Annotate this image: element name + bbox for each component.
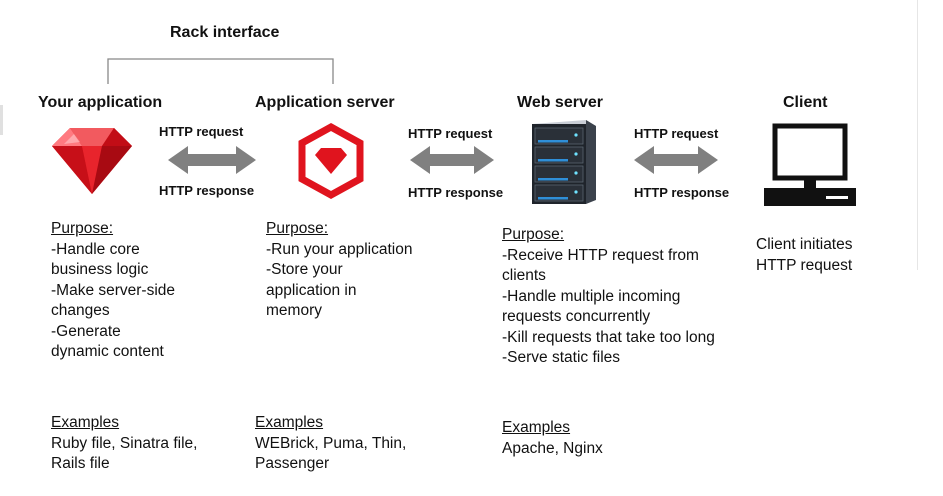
double-arrow-icon bbox=[634, 146, 718, 174]
your-application-title: Your application bbox=[38, 94, 163, 111]
examples-heading: Examples bbox=[502, 419, 571, 436]
purpose-line: -Generate bbox=[51, 322, 121, 340]
your-application-examples: Examples Ruby file, Sinatra file, Rails … bbox=[51, 413, 197, 475]
double-arrow-icon bbox=[410, 146, 494, 174]
purpose-line: -Handle multiple incoming bbox=[502, 287, 681, 305]
double-arrow-icon bbox=[168, 146, 256, 174]
computer-monitor-icon bbox=[764, 123, 856, 206]
client-title: Client bbox=[783, 94, 828, 111]
purpose-line: business logic bbox=[51, 261, 149, 278]
web-server-title: Web server bbox=[517, 94, 603, 111]
server-rack-icon bbox=[532, 120, 596, 204]
web-server-examples: Examples Apache, Nginx bbox=[502, 418, 603, 459]
purpose-line: clients bbox=[502, 267, 546, 284]
rack-interface-bracket bbox=[107, 58, 334, 84]
application-server-title: Application server bbox=[255, 94, 395, 111]
http-request-label: HTTP request bbox=[634, 126, 719, 141]
example-line: Ruby file, Sinatra file, bbox=[51, 434, 198, 452]
purpose-line: memory bbox=[266, 302, 322, 319]
purpose-line: -Receive HTTP request from bbox=[502, 246, 699, 264]
ruby-gem-icon bbox=[52, 128, 132, 194]
purpose-line: -Run your application bbox=[266, 240, 413, 258]
purpose-line: application in bbox=[266, 281, 357, 299]
purpose-heading: Purpose: bbox=[502, 226, 565, 243]
http-response-label: HTTP response bbox=[408, 185, 504, 200]
examples-heading: Examples bbox=[255, 414, 324, 431]
purpose-line: requests concurrently bbox=[502, 308, 651, 325]
web-server-purpose: Purpose: -Receive HTTP request from clie… bbox=[502, 225, 715, 369]
hexagon-gem-logo-icon bbox=[298, 123, 364, 199]
http-request-label: HTTP request bbox=[408, 126, 493, 141]
example-line: Passenger bbox=[255, 455, 330, 472]
your-application-purpose: Purpose: -Handle core business logic -Ma… bbox=[51, 219, 175, 363]
http-response-label: HTTP response bbox=[634, 185, 730, 200]
http-request-label: HTTP request bbox=[159, 124, 244, 139]
purpose-line: -Serve static files bbox=[502, 349, 621, 366]
client-description-line: HTTP request bbox=[756, 256, 853, 274]
client-description-line: Client initiates bbox=[756, 236, 853, 253]
purpose-line: changes bbox=[51, 302, 110, 319]
client-description: Client initiates HTTP request bbox=[756, 235, 853, 276]
purpose-line: dynamic content bbox=[51, 343, 164, 360]
divider bbox=[917, 0, 918, 270]
purpose-line: -Handle core bbox=[51, 240, 140, 258]
example-line: WEBrick, Puma, Thin, bbox=[255, 434, 407, 452]
example-line: Rails file bbox=[51, 455, 110, 472]
purpose-heading: Purpose: bbox=[51, 220, 114, 237]
examples-heading: Examples bbox=[51, 414, 120, 431]
http-response-label: HTTP response bbox=[159, 183, 255, 198]
application-server-examples: Examples WEBrick, Puma, Thin, Passenger bbox=[255, 413, 406, 475]
example-line: Apache, Nginx bbox=[502, 439, 603, 457]
purpose-line: -Kill requests that take too long bbox=[502, 328, 715, 346]
purpose-line: -Store your bbox=[266, 261, 343, 278]
purpose-heading: Purpose: bbox=[266, 220, 329, 237]
rack-interface-label: Rack interface bbox=[170, 24, 280, 41]
divider bbox=[0, 105, 3, 135]
purpose-line: -Make server-side bbox=[51, 281, 176, 299]
application-server-purpose: Purpose: -Run your application -Store yo… bbox=[266, 219, 412, 322]
